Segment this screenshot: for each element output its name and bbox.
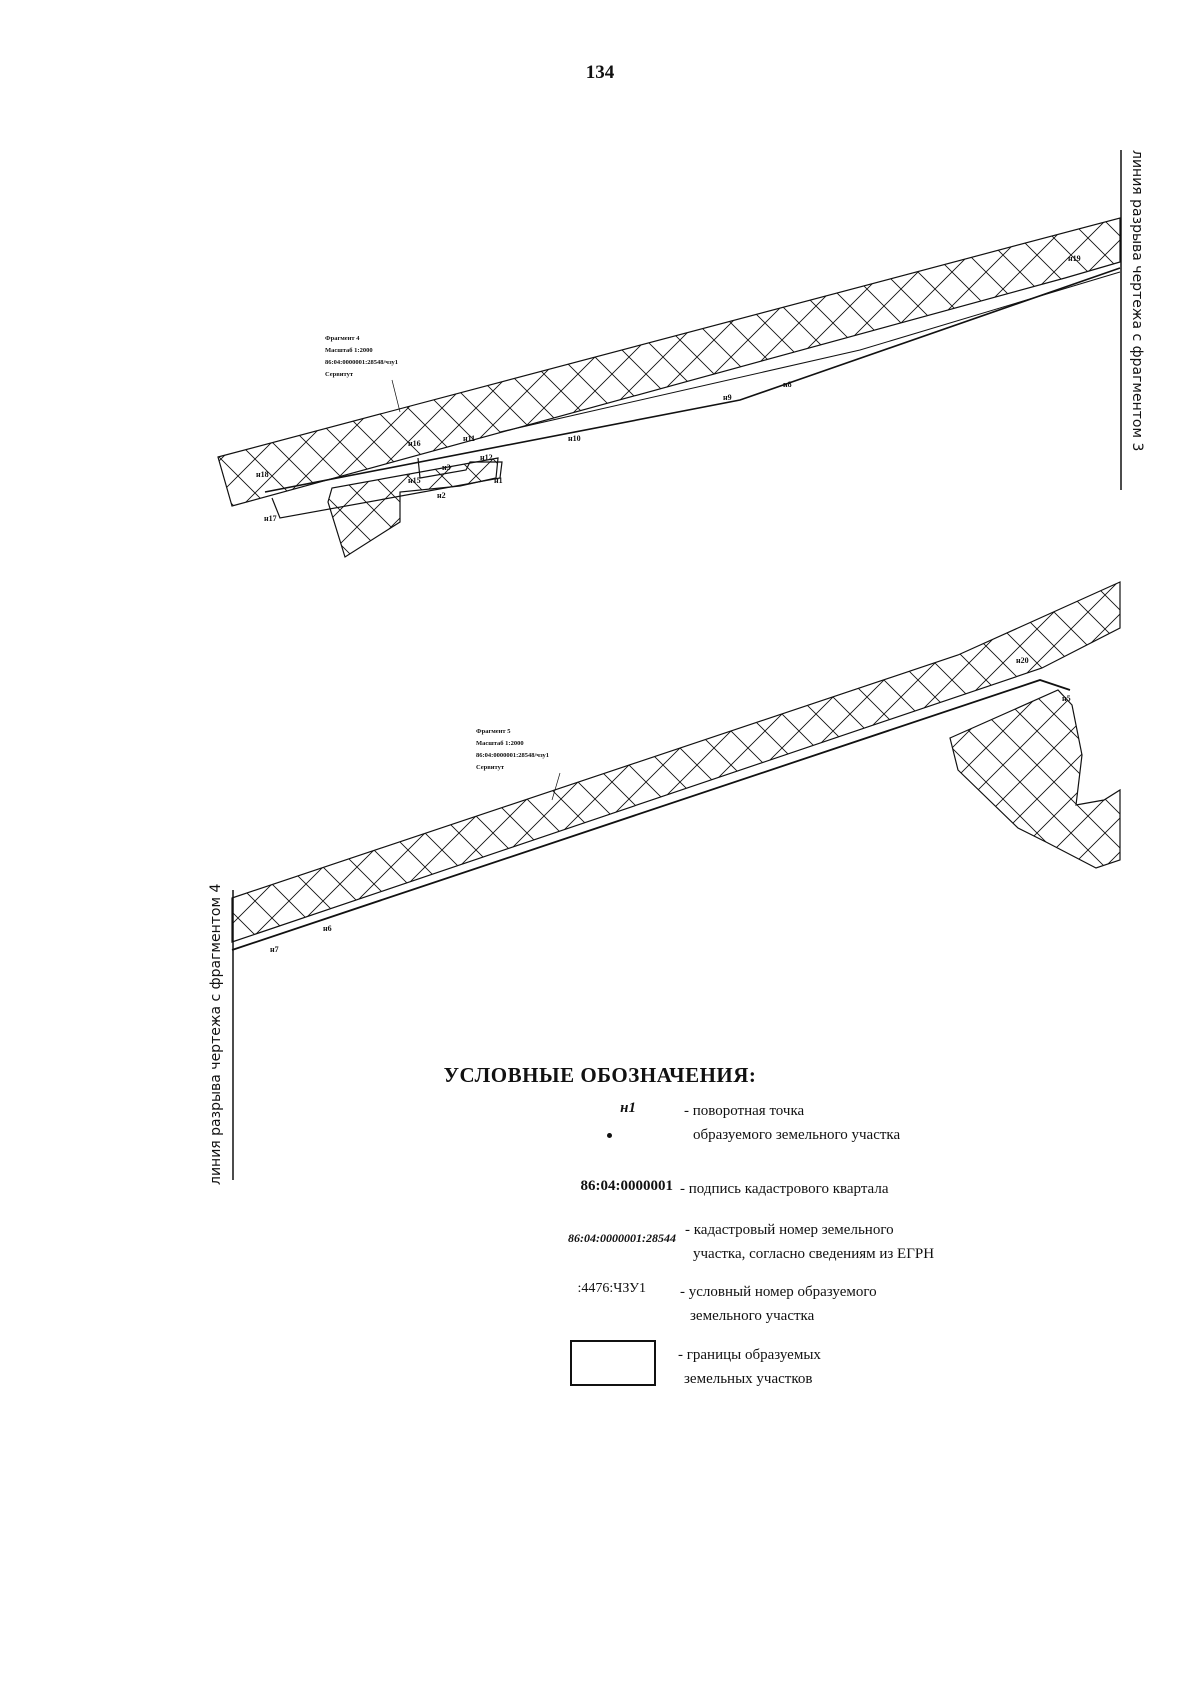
fragment4-servitude-area xyxy=(217,217,1121,507)
point-label: н7 xyxy=(270,945,279,954)
fragment4-callout: Фрагмент 4 Масштаб 1:2000 86:04:0000001:… xyxy=(325,335,401,413)
legend-description: - подпись кадастрового квартала xyxy=(680,1181,889,1197)
point-label: н17 xyxy=(264,514,277,523)
fragment4-road-edge xyxy=(264,267,1121,493)
fragment5-cadnum: 86:04:0000001:28548/чзу1 xyxy=(476,752,549,759)
fragment4-map xyxy=(217,150,1122,558)
legend-description: земельного участка xyxy=(690,1308,815,1324)
fragment4-type: Сервитут xyxy=(325,371,354,378)
legend-boundary-box-icon xyxy=(570,1340,656,1386)
fragment5-title: Фрагмент 5 xyxy=(476,728,511,735)
fragment5-scale: Масштаб 1:2000 xyxy=(476,740,524,747)
turning-point-dot-icon xyxy=(607,1133,612,1138)
fragment5-map xyxy=(231,581,1121,1180)
fragment5-callout: Фрагмент 5 Масштаб 1:2000 86:04:0000001:… xyxy=(476,728,561,801)
fragment4-plot-boundary xyxy=(271,457,503,519)
point-label: н8 xyxy=(783,380,792,389)
point-label: н18 xyxy=(256,470,269,479)
legend-symbol: 86:04:0000001 xyxy=(580,1178,674,1194)
point-label: н9 xyxy=(723,393,732,402)
point-label: н20 xyxy=(1016,656,1029,665)
legend-description: - кадастровый номер земельного xyxy=(685,1222,894,1238)
fragment5-servitude-area xyxy=(231,581,1121,943)
legend-description: - границы образуемых xyxy=(678,1347,821,1363)
fragment4-cadnum: 86:04:0000001:28548/чзу1 xyxy=(325,359,398,366)
point-label: н6 xyxy=(323,924,332,933)
fragment5-road-edge xyxy=(231,679,1071,951)
page-number: 134 xyxy=(585,62,615,83)
point-label: н11 xyxy=(463,434,475,443)
point-label: н16 xyxy=(408,439,421,448)
legend-description: образуемого земельного участка xyxy=(693,1127,901,1143)
fragment5-side-parcel xyxy=(949,689,1121,869)
point-label: н19 xyxy=(1068,254,1081,263)
point-label: н2 xyxy=(437,491,446,500)
point-label: н15 xyxy=(408,476,421,485)
point-label: н1 xyxy=(494,476,503,485)
point-label: н10 xyxy=(568,434,581,443)
fragment4-lower-parcel xyxy=(327,457,499,558)
legend-title: УСЛОВНЫЕ ОБОЗНАЧЕНИЯ: xyxy=(443,1063,757,1087)
point-label: н5 xyxy=(1062,694,1071,703)
fragment5-point-labels: н20 н5 н6 н7 xyxy=(270,656,1071,954)
legend-description: участка, согласно сведениям из ЕГРН xyxy=(693,1246,935,1262)
point-label: н3 xyxy=(442,463,451,472)
legend-symbol: н1 xyxy=(620,1100,636,1116)
point-label: н12 xyxy=(480,453,493,462)
legend-symbol: :4476:ЧЗУ1 xyxy=(577,1281,646,1296)
fragment4-scale: Масштаб 1:2000 xyxy=(325,347,373,354)
fragment4-point-labels: н19 н9 н8 н10 н16 н11 н12 н1 н2 н3 н15 н… xyxy=(256,254,1081,523)
legend-description: земельных участков xyxy=(684,1371,813,1387)
fragment4-title: Фрагмент 4 xyxy=(325,335,360,342)
legend-symbol: 86:04:0000001:28544 xyxy=(568,1231,676,1245)
legend-description: - условный номер образуемого xyxy=(680,1284,877,1300)
fragment4-road-edge-2 xyxy=(499,271,1121,433)
fragment5-type: Сервитут xyxy=(476,764,505,771)
break-line-right-label: линия разрыва чертежа с фрагментом 3 xyxy=(1129,150,1145,451)
legend-description: - поворотная точка xyxy=(684,1103,805,1119)
break-line-left-label: линия разрыва чертежа с фрагментом 4 xyxy=(208,884,224,1185)
